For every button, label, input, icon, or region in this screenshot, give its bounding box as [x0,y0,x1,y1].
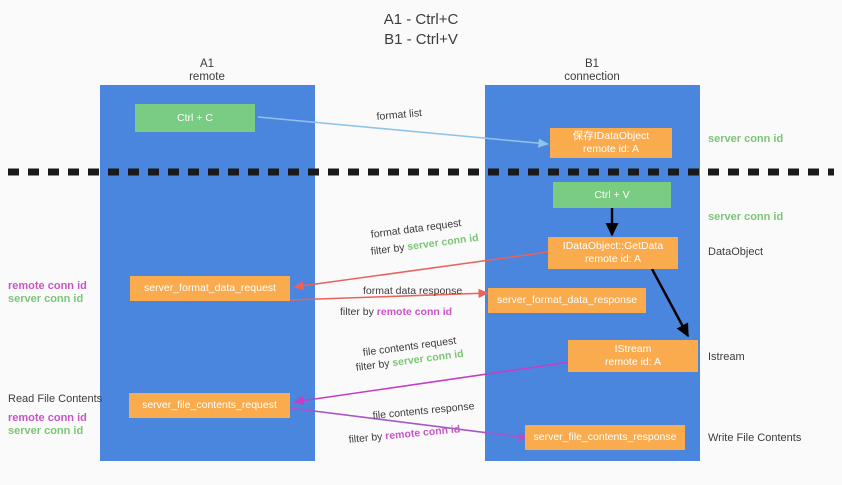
box-getdata-line2: remote id: A [584,253,642,265]
box-ctrl-v-label: Ctrl + V [594,188,630,201]
box-getdata-line1: IDataObject::GetData [562,240,664,252]
lane-a1-subtitle: remote [189,71,225,83]
label-istream: Istream [708,351,745,363]
box-ctrl-c[interactable]: Ctrl + C [135,104,255,132]
box-server-file-contents-request[interactable]: server_file_contents_request [129,393,290,418]
box-save-idataobject-line1: 保存IDataObject [572,130,650,142]
label-server-conn-id-bottom: server conn id [8,425,84,437]
box-istream-line2: remote id: A [604,356,662,368]
lane-b1-name: B1 [584,58,600,70]
edge-label-file-contents-response-filter: filter by remote conn id [348,422,461,447]
label-server-conn-id-mid: server conn id [708,211,784,223]
edge-label-format-data-response-filter-value: remote conn id [376,306,453,318]
label-read-file-contents: Read File Contents [8,393,103,405]
box-ctrl-c-label: Ctrl + C [177,111,213,124]
title-line-1: A1 - Ctrl+C [383,11,459,28]
box-ctrl-v[interactable]: Ctrl + V [553,182,671,208]
edge-label-format-data-response-filter-prefix: filter by [340,306,377,318]
lane-header-a1: A1 remote [127,58,287,84]
edge-label-file-contents-response-filter-prefix: filter by [348,430,386,446]
title-line-2: B1 - Ctrl+V [384,31,458,48]
edge-label-file-contents-request-filter-prefix: filter by [355,357,394,374]
edge-label-format-list: format list [376,107,423,123]
edge-label-file-contents-response-filter-value: remote conn id [384,423,461,443]
box-server-format-data-request-label: server_format_data_request [144,282,276,294]
box-istream-line1: IStream [614,343,652,355]
page-title: A1 - Ctrl+C B1 - Ctrl+V [0,10,842,50]
box-server-file-contents-request-label: server_file_contents_request [142,399,277,411]
edge-label-file-contents-response: file contents response [372,400,475,422]
lane-b1-subtitle: connection [564,71,620,83]
edge-label-format-data-request-filter-prefix: filter by [370,241,409,258]
box-istream[interactable]: IStream remote id: A [568,340,698,372]
box-server-format-data-response-label: server_format_data_response [496,294,638,306]
box-getdata[interactable]: IDataObject::GetData remote id: A [548,237,678,269]
label-remote-conn-id-mid: remote conn id [8,280,87,292]
box-server-file-contents-response[interactable]: server_file_contents_response [525,425,685,450]
box-save-idataobject-line2: remote id: A [582,143,640,155]
label-server-conn-id-top: server conn id [708,133,784,145]
lane-a1-name: A1 [199,58,215,70]
label-server-conn-id-mid-left: server conn id [8,293,84,305]
label-dataobject: DataObject [708,246,764,258]
box-server-format-data-request[interactable]: server_format_data_request [130,276,290,301]
label-write-file-contents: Write File Contents [708,432,802,444]
edge-label-format-data-response-filter: filter by remote conn id [340,305,452,319]
box-save-idataobject[interactable]: 保存IDataObject remote id: A [550,128,672,158]
label-remote-conn-id-bottom: remote conn id [8,412,87,424]
lane-header-b1: B1 connection [512,58,672,84]
edge-label-format-data-response: format data response [363,285,463,297]
box-server-file-contents-response-label: server_file_contents_response [533,431,677,443]
box-server-format-data-response[interactable]: server_format_data_response [488,288,646,313]
